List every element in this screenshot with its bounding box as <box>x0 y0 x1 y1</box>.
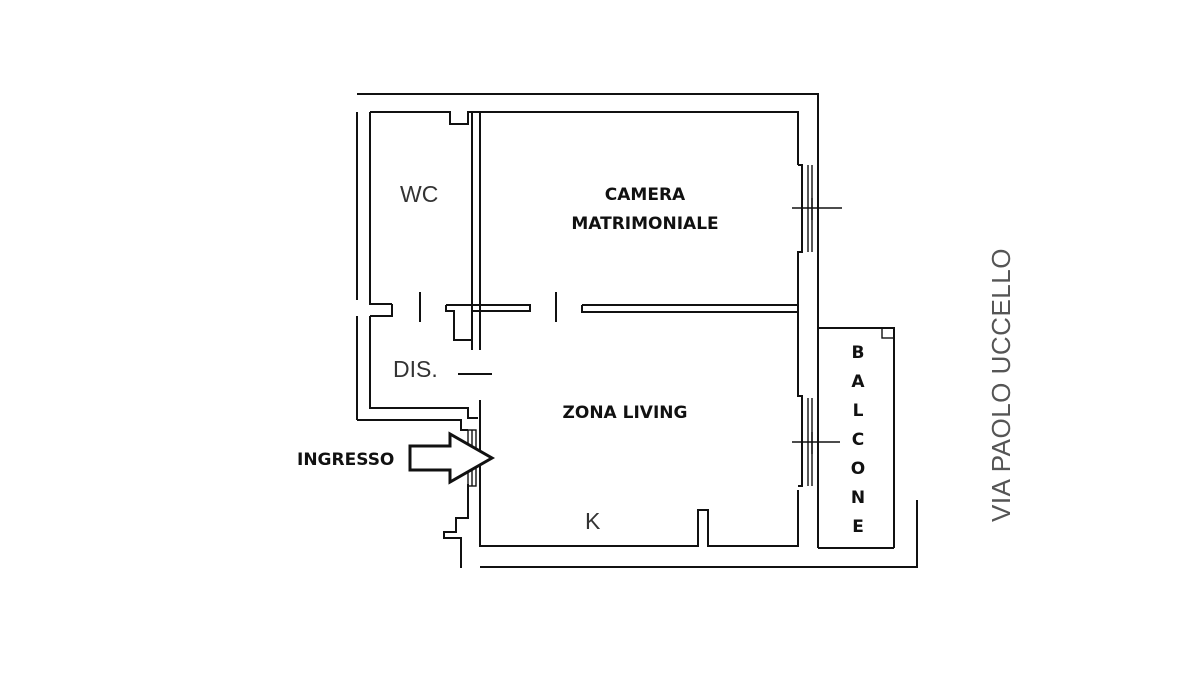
entrance-arrow-icon <box>408 431 496 485</box>
balcone-letter: A <box>851 372 865 392</box>
balcone-letter: C <box>852 430 864 450</box>
label-wc: WC <box>400 181 438 207</box>
label-balcone: B A L C O N E <box>851 343 866 537</box>
label-k: K <box>585 508 601 534</box>
interior-walls <box>370 112 799 375</box>
label-ingresso: INGRESSO <box>297 450 394 470</box>
label-street: VIA PAOLO UCCELLO <box>986 248 1016 522</box>
balcone-letter: O <box>851 459 865 479</box>
label-zona-living: ZONA LIVING <box>563 403 688 423</box>
label-dis: DIS. <box>393 356 438 382</box>
balcone-letter: E <box>852 517 864 537</box>
label-camera-line2: MATRIMONIALE <box>571 214 718 234</box>
east-wall <box>792 164 842 548</box>
balcone-letter: N <box>851 488 865 508</box>
balcone-letter: B <box>852 343 865 363</box>
label-camera-line1: CAMERA <box>605 185 686 205</box>
balcone-letter: L <box>853 401 864 421</box>
balcony-outline <box>818 327 918 567</box>
outer-walls <box>356 93 918 568</box>
